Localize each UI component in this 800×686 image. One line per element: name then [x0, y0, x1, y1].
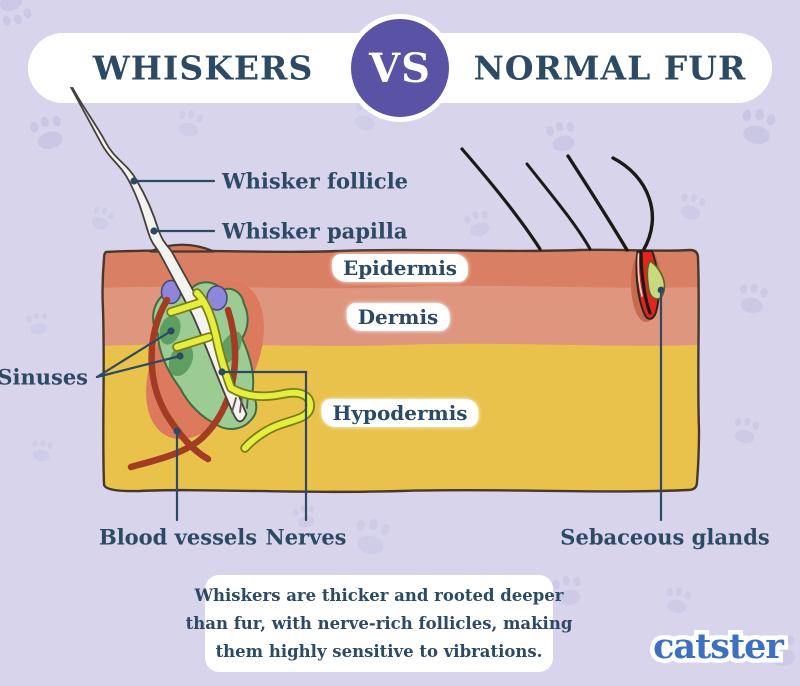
sinuses-leader [95, 329, 173, 379]
caption-line: Whiskers are thicker and rooted deeper [194, 585, 564, 605]
brand-logo-text: catster [653, 626, 784, 667]
caption-line: than fur, with nerve-rich follicles, mak… [185, 613, 573, 633]
label-sinuses: Sinuses [0, 364, 88, 390]
brand-logo: catster [648, 616, 790, 678]
fur-follicle-highlight [637, 253, 643, 297]
sinus-region [168, 343, 194, 377]
nerve-ribbon [166, 288, 315, 453]
fur-hair-root [639, 250, 652, 315]
header-title-normal-fur: NORMAL FUR [473, 48, 747, 88]
caption-line: them highly sensitive to vibrations. [215, 641, 543, 661]
blood-vessel [127, 306, 239, 471]
sinuses-leader [95, 354, 182, 379]
label-whisker-papilla: Whisker papilla [222, 218, 408, 244]
layer-tag-hypodermis: Hypodermis [321, 399, 479, 427]
header-title-whiskers: WHISKERS [92, 48, 314, 88]
vs-badge: VS [346, 14, 454, 122]
label-blood-vessels: Blood vessels [98, 524, 258, 550]
fur-hairs [460, 147, 655, 253]
label-sebaceous-glands: Sebaceous glands [560, 524, 770, 550]
leader-lines [95, 177, 665, 522]
label-whisker-follicle: Whisker follicle [222, 168, 409, 194]
nerves-leader [220, 370, 308, 522]
label-nerves: Nerves [265, 524, 347, 550]
layer-tag-epidermis: Epidermis [331, 254, 469, 282]
layer-tag-dermis: Dermis [346, 303, 450, 331]
sinus-lobe [206, 285, 228, 311]
skin-outline [101, 248, 701, 494]
vs-badge-label: VS [369, 44, 431, 92]
caption-box: Whiskers are thicker and rooted deeper t… [186, 575, 572, 672]
